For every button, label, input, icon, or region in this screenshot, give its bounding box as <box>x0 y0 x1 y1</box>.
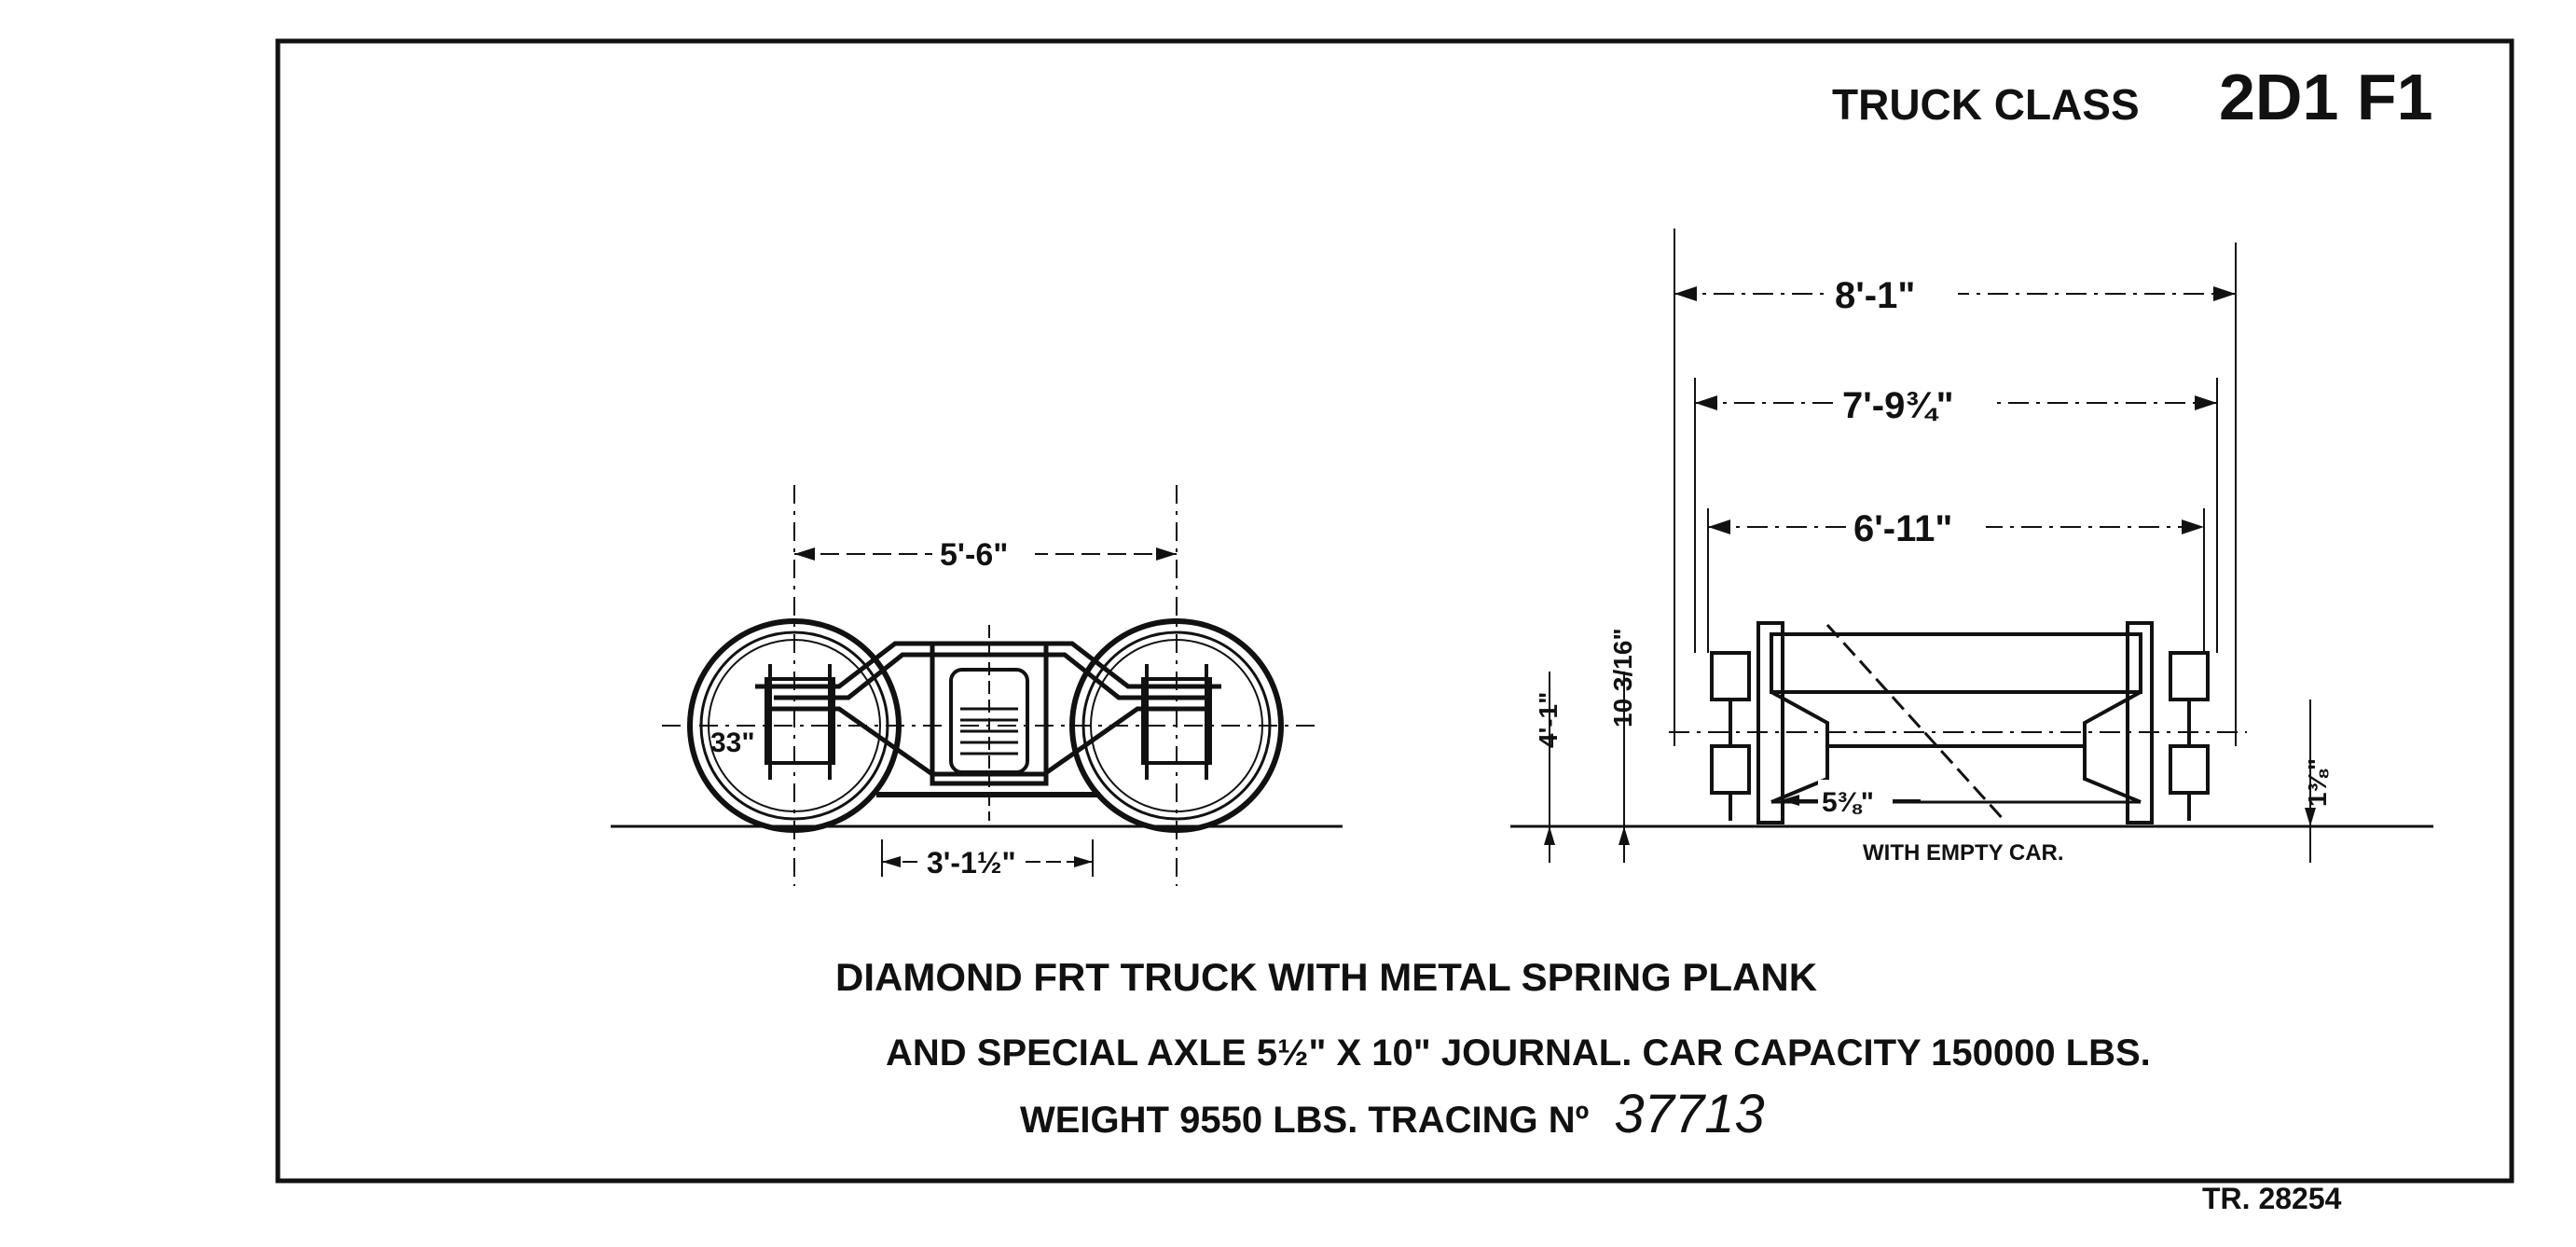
right-height-label: 1⅜" <box>2303 758 2332 807</box>
truck-class-label: TRUCK CLASS <box>1832 80 2140 129</box>
overall-width-label: 8'-1" <box>1835 275 1915 316</box>
wheelbase-label: 5'-6" <box>940 537 1008 573</box>
journal-box-left <box>765 677 835 765</box>
dim-mid-width: 7'-9¾" <box>1695 377 2217 429</box>
description-line-1: DIAMOND FRT TRUCK WITH METAL SPRING PLAN… <box>835 955 1817 999</box>
center-height-label: 10 3/16" <box>1608 628 1637 727</box>
dim-left-height: 4'-1" <box>1534 672 1563 863</box>
empty-car-note: WITH EMPTY CAR. <box>1863 840 2064 866</box>
description-line-2: AND SPECIAL AXLE 5½" X 10" JOURNAL. CAR … <box>886 1032 2151 1074</box>
wheel-diameter-label: 33" <box>710 727 755 758</box>
left-height-label: 4'-1" <box>1534 692 1563 748</box>
wheel-left <box>687 618 902 833</box>
dim-right-height: 1⅜" <box>2303 700 2332 863</box>
wheel-end-left <box>1756 621 1784 824</box>
dim-axle-offset: 5⅜" <box>1781 780 1921 819</box>
axle-body <box>1770 690 2142 804</box>
truck-class-code: 2D1 F1 <box>2219 61 2433 133</box>
journal-box-right <box>1141 677 1212 765</box>
bolster-spacing-label: 3'-1½" <box>927 846 1016 880</box>
side-view: 5'-6" 33" 3'-1½" <box>611 485 1343 886</box>
extension-lines <box>1674 229 2237 746</box>
dim-overall-width: 8'-1" <box>1674 270 2236 317</box>
weight-tracing-label: WEIGHT 9550 LBS. TRACING Nº <box>1020 1100 1589 1141</box>
dim-inner-width: 6'-11" <box>1708 504 2204 550</box>
description-block: DIAMOND FRT TRUCK WITH METAL SPRING PLAN… <box>835 955 2151 1144</box>
journal-bolts <box>768 664 1208 780</box>
footer-reference: TR. 28254 <box>2202 1182 2342 1215</box>
journal-right <box>2169 651 2210 821</box>
description-line-3: WEIGHT 9550 LBS. TRACING Nº 37713 <box>1020 1084 1765 1144</box>
dim-bolster-spacing: 3'-1½" <box>881 839 1094 882</box>
wheel-end-right <box>2126 621 2154 824</box>
journal-left <box>1710 651 1751 821</box>
dim-center-height: 10 3/16" <box>1608 628 1637 863</box>
end-view: 8'-1" 7'-9¾" 6'-11" <box>1510 229 2433 866</box>
bolster-end-body <box>1770 632 2142 694</box>
dim-wheelbase: 5'-6" <box>794 532 1177 573</box>
drawing-border <box>275 38 2514 1184</box>
tracing-number: 37713 <box>1614 1084 1764 1144</box>
axle-offset-label: 5⅜" <box>1822 787 1874 818</box>
wheel-right <box>1069 618 1284 833</box>
inner-width-label: 6'-11" <box>1853 508 1952 549</box>
brake-beam-line <box>1825 623 2006 823</box>
mid-width-label: 7'-9¾" <box>1842 385 1954 426</box>
